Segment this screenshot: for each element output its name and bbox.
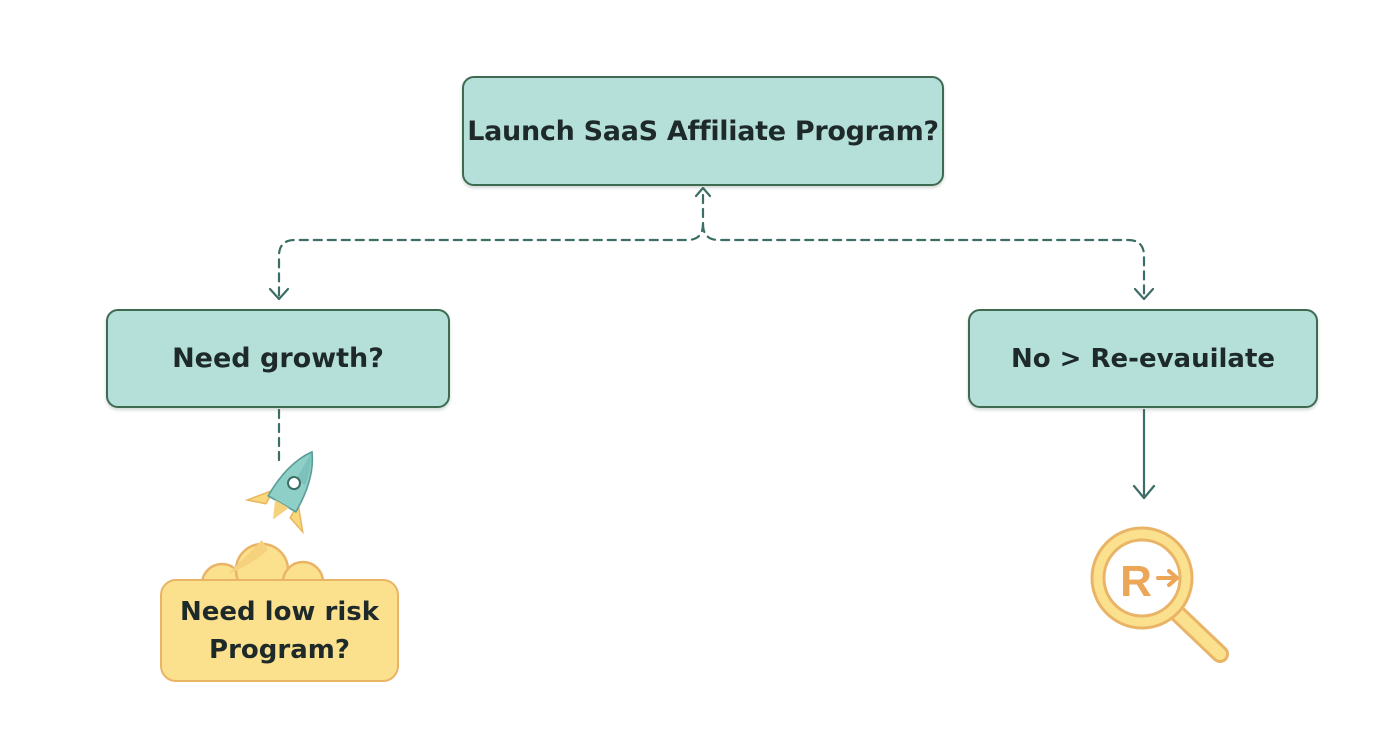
- connector-root-left: [277, 193, 705, 298]
- connector-root-right: [701, 222, 1146, 298]
- node-need-growth-label: Need growth?: [172, 343, 384, 374]
- node-re-evaluate-label: No > Re-evauilate: [1010, 343, 1276, 374]
- node-outcome-line-1: Need low risk: [179, 596, 380, 627]
- node-outcome: Need low risk Program?: [160, 579, 399, 682]
- node-root-label: Launch SaaS Affiliate Program?: [467, 115, 939, 147]
- node-need-growth: Need growth?: [106, 309, 450, 408]
- arrowhead-left: [268, 287, 290, 301]
- arrowhead-right-down: [1132, 484, 1156, 500]
- node-re-evaluate: No > Re-evauilate: [968, 309, 1318, 408]
- arrowhead-root: [694, 186, 712, 198]
- node-outcome-line-2: Program?: [209, 634, 350, 665]
- magnifier-glyph: R: [1120, 557, 1152, 606]
- arrowhead-right: [1133, 287, 1155, 301]
- node-root: Launch SaaS Affiliate Program?: [462, 76, 944, 186]
